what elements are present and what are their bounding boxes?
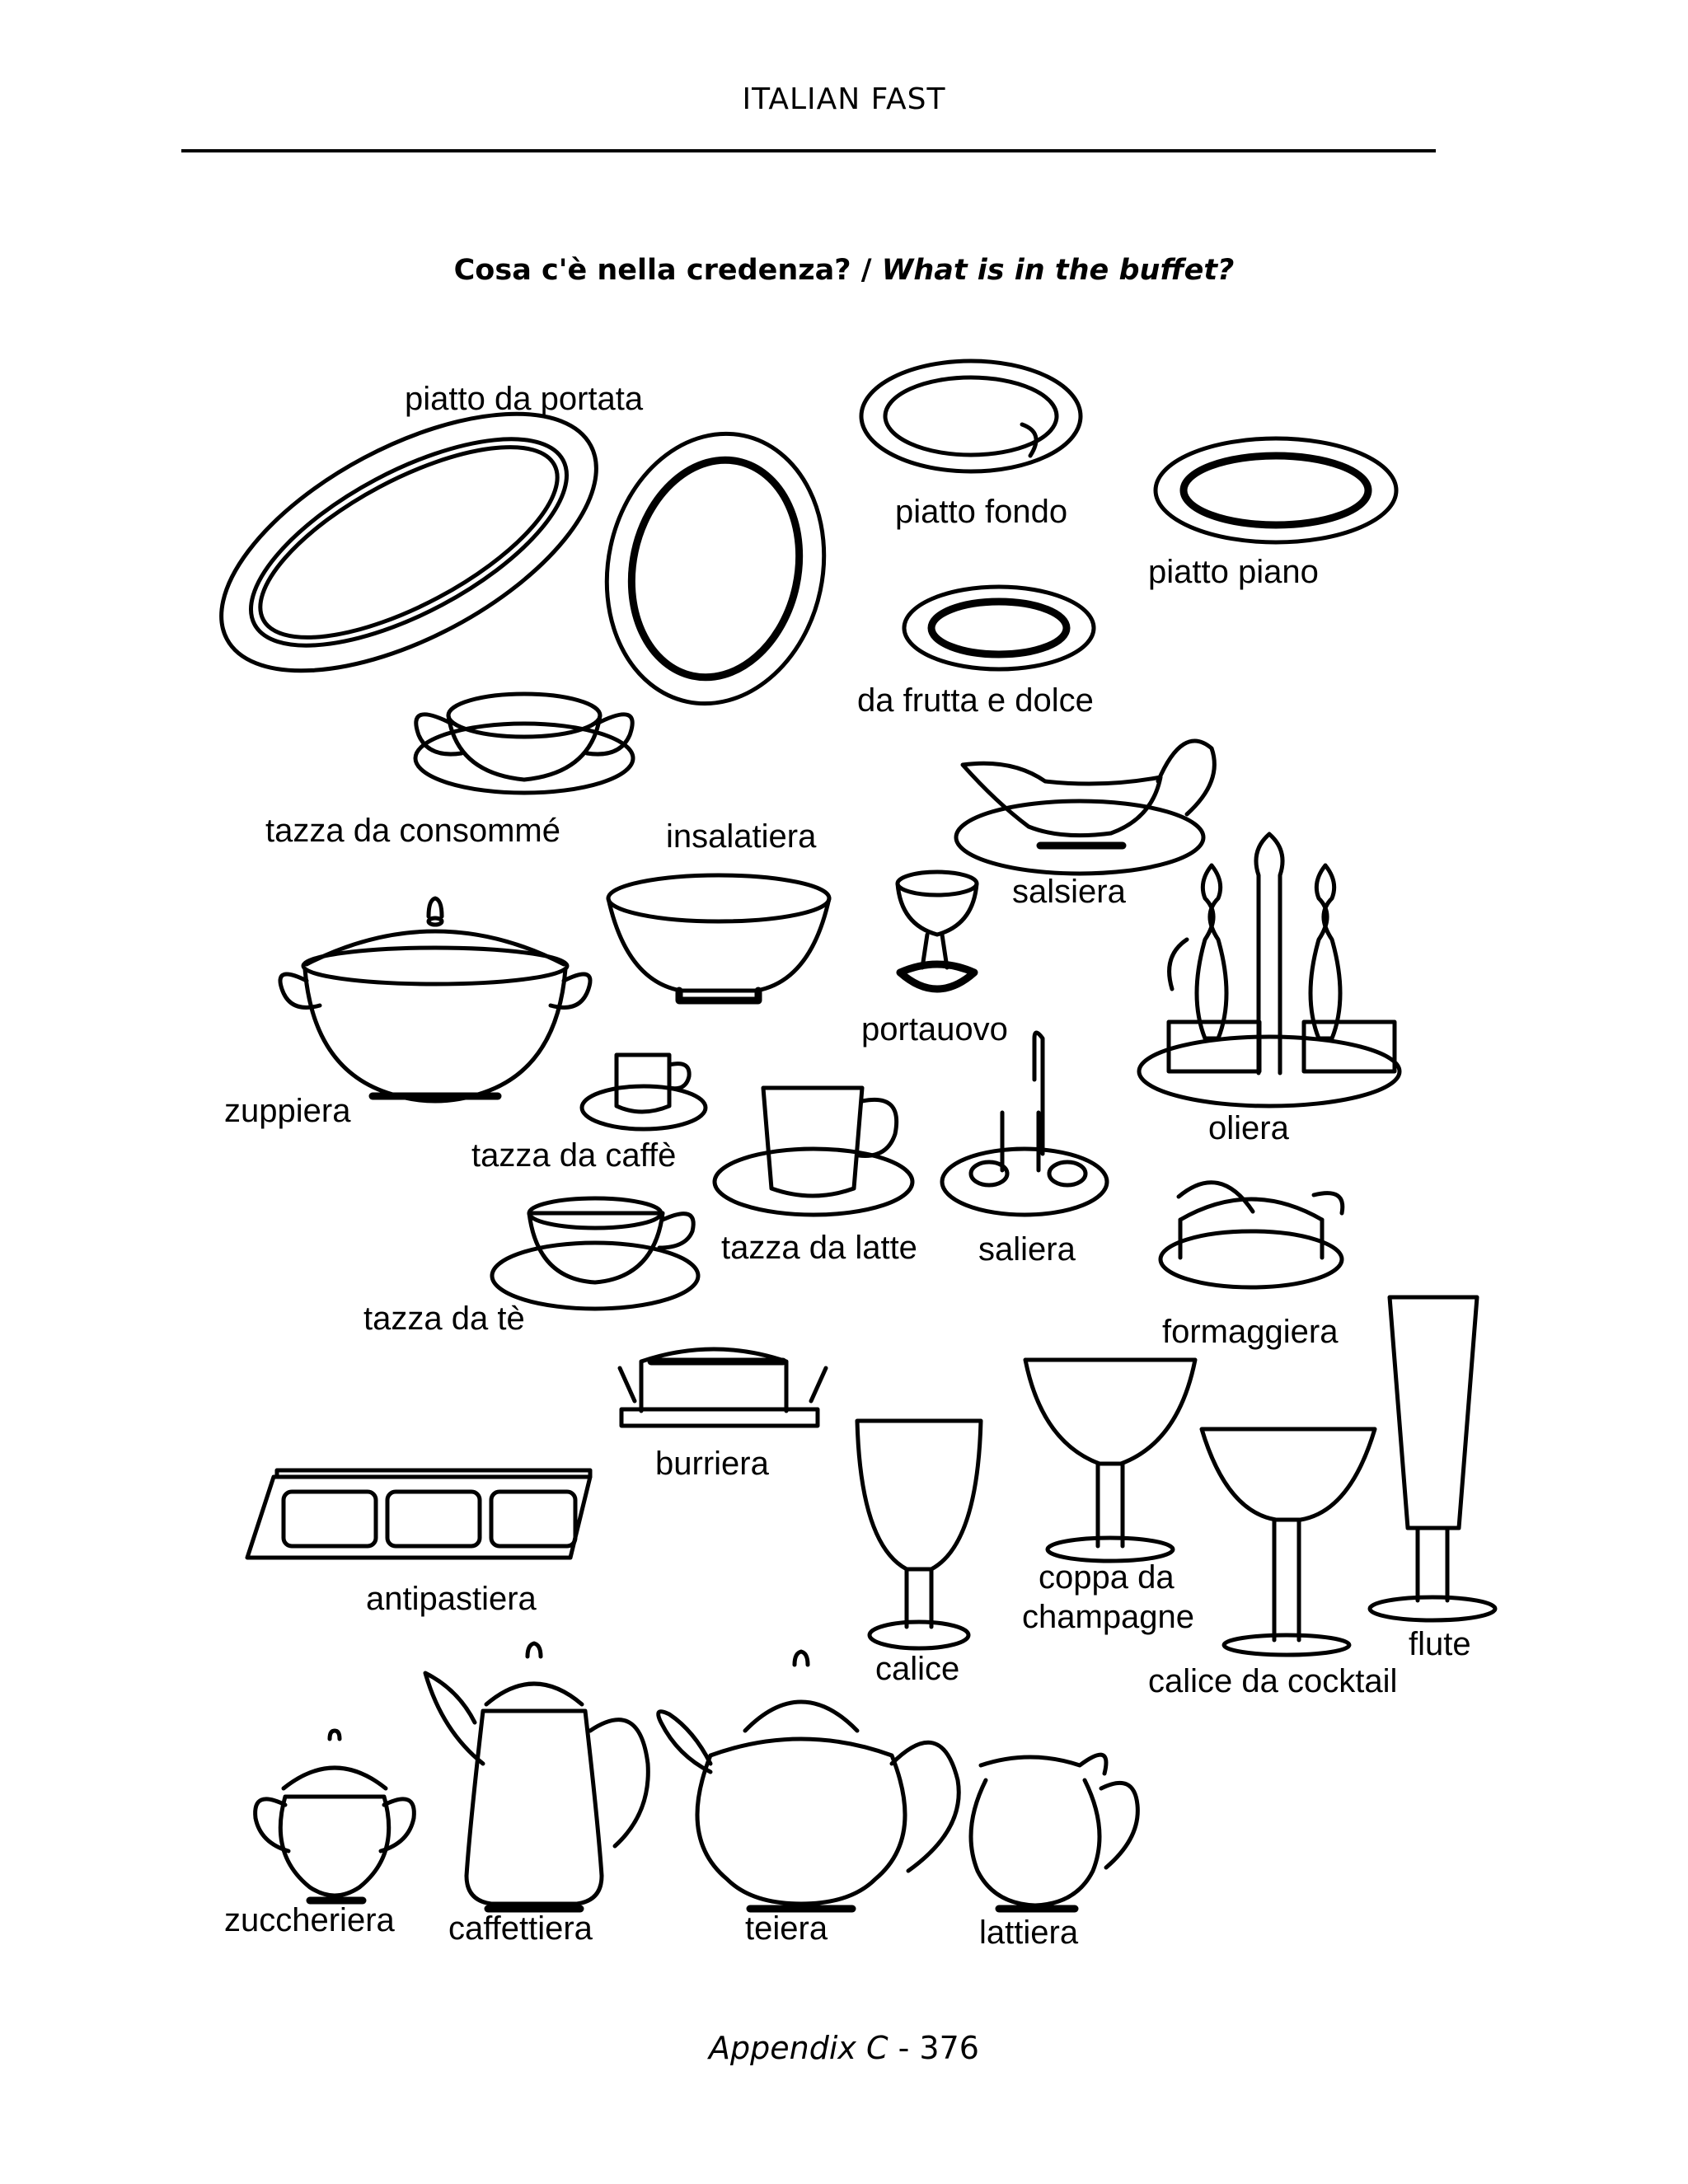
page-heading: Cosa c'è nella credenza? / What is in th… bbox=[0, 254, 1688, 287]
label-coppa-da: coppa da bbox=[1039, 1559, 1175, 1596]
label-tazza-da-te: tazza da tè bbox=[363, 1301, 525, 1337]
label-calice: calice bbox=[875, 1651, 960, 1687]
label-piatto-fondo: piatto fondo bbox=[895, 494, 1068, 530]
header-rule bbox=[181, 149, 1436, 152]
heading-english: What is in the buffet? bbox=[881, 254, 1235, 287]
heading-italian: Cosa c'è nella credenza? bbox=[453, 254, 851, 287]
label-piatto-piano: piatto piano bbox=[1148, 554, 1319, 590]
label-portauovo: portauovo bbox=[861, 1011, 1008, 1047]
champagne-coupe-drawing bbox=[1023, 1357, 1198, 1563]
platter-drawing bbox=[219, 411, 598, 673]
label-insalatiera: insalatiera bbox=[666, 818, 817, 855]
tureen-drawing bbox=[278, 896, 593, 1104]
label-lattiera: lattiera bbox=[979, 1915, 1079, 1951]
flute-glass-drawing bbox=[1367, 1295, 1498, 1623]
sugar-bowl-drawing bbox=[253, 1728, 416, 1905]
teapot-drawing bbox=[656, 1649, 961, 1913]
salt-cellar-drawing bbox=[940, 1030, 1109, 1217]
label-caffettiera: caffettiera bbox=[448, 1910, 593, 1947]
gravy-boat-drawing bbox=[954, 738, 1217, 876]
round-plate-drawing bbox=[604, 431, 827, 706]
dessert-plate-drawing bbox=[902, 584, 1096, 672]
page-footer: Appendix C - 376 bbox=[0, 2030, 1688, 2066]
salad-bowl-drawing bbox=[606, 873, 832, 1005]
cruet-set-drawing bbox=[1137, 832, 1402, 1108]
label-flute: flute bbox=[1409, 1626, 1471, 1662]
label-saliera: saliera bbox=[978, 1231, 1076, 1268]
dinner-plate-drawing bbox=[1153, 436, 1399, 545]
soup-plate-drawing bbox=[859, 359, 1083, 474]
running-title: ITALIAN FAST bbox=[742, 82, 946, 116]
label-piatto-da-portata: piatto da portata bbox=[405, 381, 644, 417]
antipasto-tray-drawing bbox=[245, 1468, 593, 1560]
teacup-drawing bbox=[490, 1196, 701, 1311]
label-tazza-da-consomme: tazza da consommé bbox=[265, 813, 560, 849]
label-da-frutta-e-dolce: da frutta e dolce bbox=[857, 682, 1094, 719]
espresso-cup-drawing bbox=[579, 1052, 708, 1132]
coffee-pot-drawing bbox=[423, 1641, 650, 1913]
milk-cup-drawing bbox=[712, 1085, 915, 1217]
butter-dish-drawing bbox=[617, 1347, 828, 1428]
label-teiera: teiera bbox=[745, 1910, 828, 1947]
wine-glass-drawing bbox=[855, 1418, 983, 1651]
label-champagne: champagne bbox=[1022, 1599, 1195, 1635]
label-salsiera: salsiera bbox=[1012, 874, 1126, 910]
label-tazza-da-latte: tazza da latte bbox=[721, 1230, 917, 1266]
label-zuppiera: zuppiera bbox=[224, 1093, 351, 1129]
label-tazza-da-caffe: tazza da caffè bbox=[471, 1137, 677, 1174]
egg-cup-drawing bbox=[895, 869, 979, 993]
label-burriera: burriera bbox=[655, 1446, 769, 1482]
footer-appendix: Appendix C bbox=[709, 2030, 889, 2066]
milk-jug-drawing bbox=[968, 1752, 1140, 1913]
label-calice-da-cocktail: calice da cocktail bbox=[1148, 1663, 1398, 1699]
label-oliera: oliera bbox=[1208, 1110, 1289, 1146]
footer-page-number: - 376 bbox=[888, 2030, 979, 2066]
cheese-dish-drawing bbox=[1158, 1180, 1345, 1290]
label-zuccheriera: zuccheriera bbox=[224, 1902, 395, 1938]
label-formaggiera: formaggiera bbox=[1162, 1314, 1339, 1350]
heading-separator: / bbox=[851, 254, 882, 287]
consomme-cup-drawing bbox=[413, 691, 635, 795]
cocktail-glass-drawing bbox=[1199, 1427, 1377, 1657]
label-antipastiera: antipastiera bbox=[366, 1581, 537, 1617]
